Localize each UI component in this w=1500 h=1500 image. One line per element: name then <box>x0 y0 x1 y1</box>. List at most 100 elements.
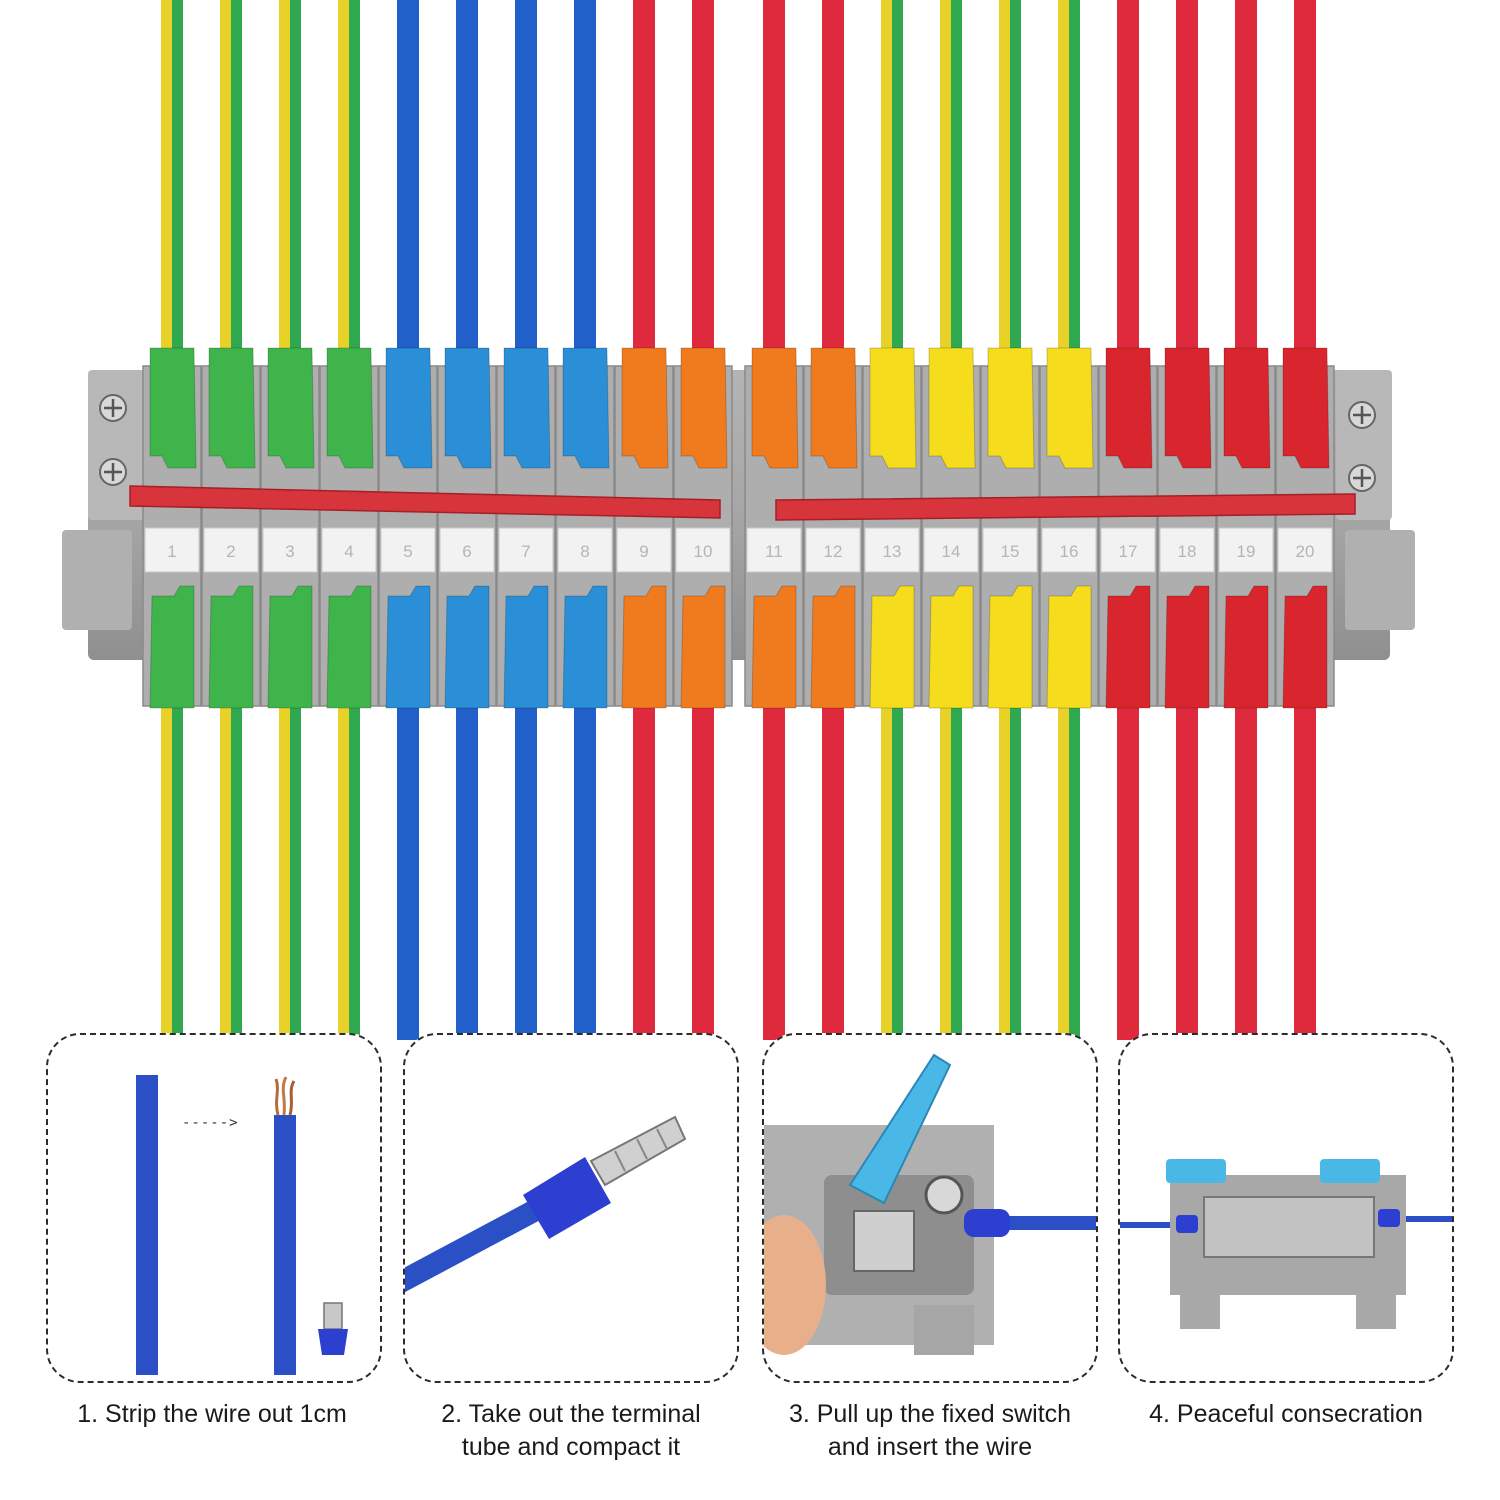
label-plate-17 <box>1100 527 1156 573</box>
lever-top-15[interactable] <box>987 347 1035 469</box>
position-label-19: 19 <box>1237 542 1256 561</box>
step-3-panel <box>762 1033 1098 1383</box>
label-plate-13 <box>864 527 920 573</box>
lever-top-13[interactable] <box>869 347 917 469</box>
wire-bottom-13-green <box>892 680 903 1040</box>
screw-icon <box>1348 464 1376 492</box>
lever-top-12[interactable] <box>810 347 858 469</box>
lever-bottom-18[interactable] <box>1164 585 1210 709</box>
position-label-14: 14 <box>942 542 961 561</box>
lever-bottom-5[interactable] <box>385 585 431 709</box>
wire-bottom-19 <box>1235 680 1257 1040</box>
wire-bottom-15-green <box>1010 680 1021 1040</box>
lever-bottom-2[interactable] <box>208 585 254 709</box>
lever-top-9[interactable] <box>621 347 669 469</box>
lever-top-14[interactable] <box>928 347 976 469</box>
jumper-bar-right <box>775 493 1356 521</box>
lever-top-2[interactable] <box>208 347 256 469</box>
terminal-side-view <box>1170 1175 1406 1329</box>
lever-top-8[interactable] <box>562 347 610 469</box>
label-plate-2 <box>203 527 259 573</box>
lever-bottom-3[interactable] <box>267 585 313 709</box>
lever-top-10[interactable] <box>680 347 728 469</box>
lever-top-5[interactable] <box>385 347 433 469</box>
wire-top-3-yellow <box>279 0 290 380</box>
wire-bottom-6 <box>456 680 478 1040</box>
position-label-3: 3 <box>285 542 294 561</box>
lever-top-11[interactable] <box>751 347 799 469</box>
step-2-caption-line1: 2. Take out the terminal <box>441 1400 701 1428</box>
label-plate-15 <box>982 527 1038 573</box>
wire-top-17 <box>1117 0 1139 380</box>
stripped-wire <box>274 1115 296 1375</box>
position-label-4: 4 <box>344 542 353 561</box>
step-4-panel <box>1118 1033 1454 1383</box>
position-label-18: 18 <box>1178 542 1197 561</box>
position-label-8: 8 <box>580 542 589 561</box>
wire-top-13-yellow <box>881 0 892 380</box>
position-label-9: 9 <box>639 542 648 561</box>
lever-bottom-1[interactable] <box>149 585 195 709</box>
lever-bottom-11[interactable] <box>751 585 797 709</box>
wire-bottom-5 <box>397 680 419 1040</box>
lever-icon <box>848 1053 952 1205</box>
label-plate-14 <box>923 527 979 573</box>
position-label-7: 7 <box>521 542 530 561</box>
lever-bottom-17[interactable] <box>1105 585 1151 709</box>
wire-top-16-yellow <box>1058 0 1069 380</box>
lever-top-20[interactable] <box>1282 347 1330 469</box>
lever-bottom-9[interactable] <box>621 585 667 709</box>
label-plate-12 <box>805 527 861 573</box>
terminal-cells <box>142 347 1335 709</box>
lever-bottom-4[interactable] <box>326 585 372 709</box>
lever-bottom-16[interactable] <box>1046 585 1092 709</box>
lever-bottom-20[interactable] <box>1282 585 1328 709</box>
ferrule-icon <box>318 1302 348 1355</box>
wire-bottom-16-green <box>1069 680 1080 1040</box>
lever-bottom-7[interactable] <box>503 585 549 709</box>
wire-bottom-8 <box>574 680 596 1040</box>
lever-icon <box>1320 1159 1380 1183</box>
wire-top-8 <box>574 0 596 380</box>
wire-top-9 <box>633 0 655 380</box>
lever-bottom-15[interactable] <box>987 585 1033 709</box>
lever-bottom-19[interactable] <box>1223 585 1269 709</box>
lever-bottom-14[interactable] <box>928 585 974 709</box>
lever-top-19[interactable] <box>1223 347 1271 469</box>
wire-bottom-4-green <box>349 680 360 1040</box>
lever-top-16[interactable] <box>1046 347 1094 469</box>
lever-top-3[interactable] <box>267 347 315 469</box>
lever-top-1[interactable] <box>149 347 197 469</box>
step-1-caption: 1. Strip the wire out 1cm <box>42 1398 382 1431</box>
position-label-11: 11 <box>765 542 783 561</box>
wire-top-1-yellow <box>161 0 172 380</box>
lever-bottom-6[interactable] <box>444 585 490 709</box>
lever-top-6[interactable] <box>444 347 492 469</box>
wire-bottom-14-green <box>951 680 962 1040</box>
step-2-panel <box>403 1033 739 1383</box>
wire-top-12 <box>822 0 844 380</box>
position-label-6: 6 <box>462 542 471 561</box>
position-label-1: 1 <box>167 542 176 561</box>
step-2-caption: 2. Take out the terminal tube and compac… <box>401 1398 741 1464</box>
lever-bottom-8[interactable] <box>562 585 608 709</box>
lever-bottom-12[interactable] <box>810 585 856 709</box>
position-label-20: 20 <box>1296 542 1315 561</box>
wire-top-10 <box>692 0 714 380</box>
lever-top-17[interactable] <box>1105 347 1153 469</box>
lever-top-18[interactable] <box>1164 347 1212 469</box>
lever-top-7[interactable] <box>503 347 551 469</box>
unstripped-wire <box>136 1075 158 1375</box>
lever-top-4[interactable] <box>326 347 374 469</box>
label-plate-16 <box>1041 527 1097 573</box>
lever-bottom-13[interactable] <box>869 585 915 709</box>
jumper-bar-left <box>129 485 721 519</box>
position-label-13: 13 <box>883 542 902 561</box>
step-1-arrow: -----> <box>182 1115 239 1131</box>
wire-bottom-11 <box>763 680 785 1040</box>
lever-bottom-10[interactable] <box>680 585 726 709</box>
wire-bottom-1-green <box>172 680 183 1040</box>
label-plate-20 <box>1277 527 1333 573</box>
wire-bottom-3-yellow <box>279 680 290 1040</box>
